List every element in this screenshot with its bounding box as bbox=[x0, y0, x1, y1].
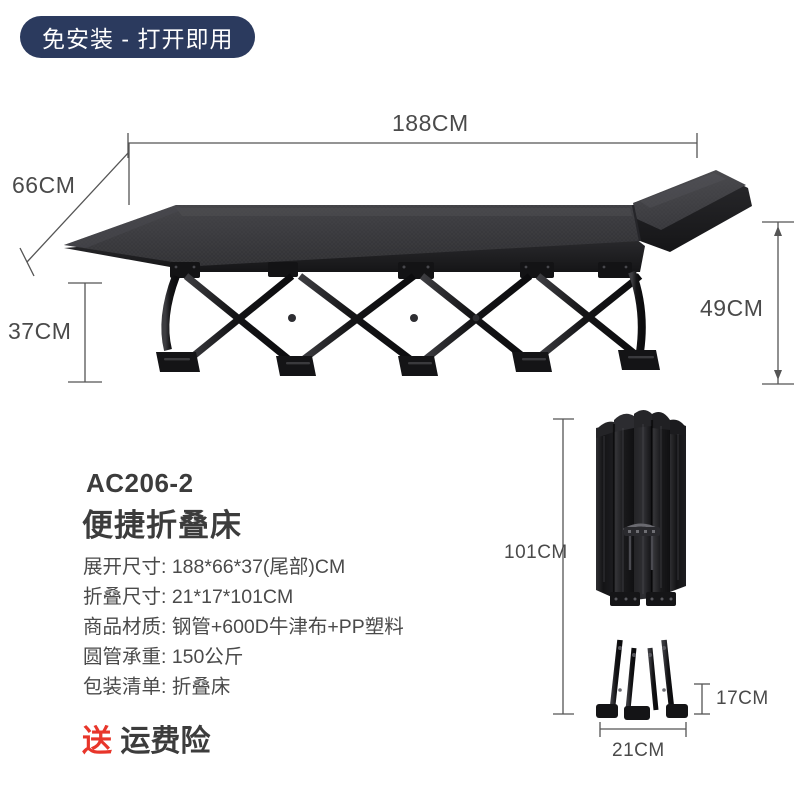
dimension-label-foot-height: 37CM bbox=[8, 318, 72, 344]
dimension-label-head-height: 49CM bbox=[700, 295, 764, 321]
dimension-label-folded-height: 101CM bbox=[504, 542, 568, 563]
promo-item-label: 运费险 bbox=[120, 725, 211, 758]
dimension-label-folded-depth: 17CM bbox=[716, 688, 769, 709]
promo-shipping-insurance: 送 运费险 bbox=[82, 716, 210, 760]
dimension-label-folded-width: 21CM bbox=[612, 740, 665, 761]
spec-row-material: 商品材质: 钢管+600D牛津布+PP塑料 bbox=[83, 616, 404, 638]
spec-row-folded-size: 折叠尺寸: 21*17*101CM bbox=[83, 586, 294, 608]
spec-row-load-capacity: 圆管承重: 150公斤 bbox=[83, 646, 244, 668]
dimension-label-width: 66CM bbox=[12, 172, 76, 198]
spec-row-package-contents: 包装清单: 折叠床 bbox=[83, 676, 231, 698]
dimension-label-length: 188CM bbox=[392, 110, 469, 136]
spec-row-open-size: 展开尺寸: 188*66*37(尾部)CM bbox=[83, 556, 346, 578]
feature-badge: 免安装 - 打开即用 bbox=[20, 16, 256, 58]
product-name: 便捷折叠床 bbox=[82, 508, 242, 543]
spec-list: 展开尺寸: 188*66*37(尾部)CM 折叠尺寸: 21*17*101CM … bbox=[83, 552, 503, 702]
promo-gift-label: 送 bbox=[82, 725, 112, 758]
product-model: AC206-2 bbox=[86, 468, 194, 498]
